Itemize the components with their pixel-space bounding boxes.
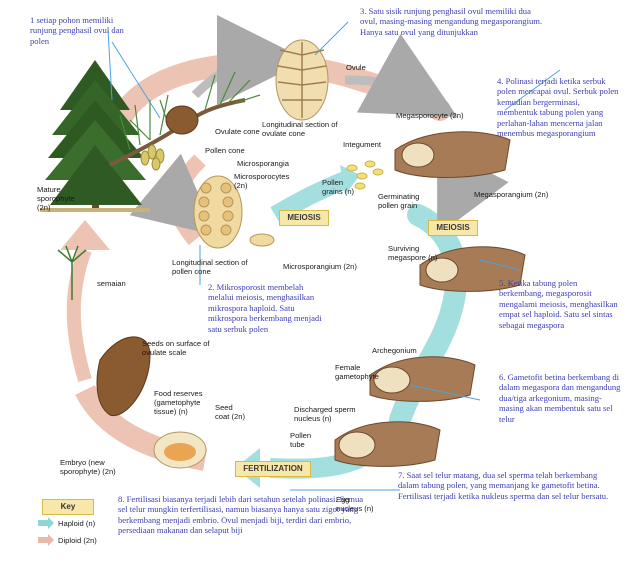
label-female-gametophyte: Female gametophyte: [335, 363, 379, 381]
label-megasporangium: Megasporangium (2n): [474, 190, 549, 199]
label-long-ovulate: Longitudinal section of ovulate cone: [262, 120, 338, 138]
label-megasporocyte: Megasporocyte (2n): [396, 111, 464, 120]
label-long-pollen: Longitudinal section of pollen cone: [172, 258, 248, 276]
leader-lines: [107, 21, 561, 491]
label-integument: Integument: [343, 140, 381, 149]
label-microsporocytes: Microsporocytes (2n): [234, 172, 290, 190]
label-ovulate-cone: Ovulate cone: [215, 127, 260, 136]
note-7: 7. Saat sel telur matang, dua sel sperma…: [398, 470, 609, 501]
label-discharged-sperm: Discharged sperm nucleus (n): [294, 405, 356, 423]
pollen-cone-section: [193, 175, 275, 249]
seed-structures: [57, 245, 207, 469]
label-microsporangia: Microsporangia: [237, 159, 289, 168]
haploid-swatch-icon: [38, 517, 54, 529]
mature-sporophyte-tree: [40, 60, 150, 212]
legend-swatches: [38, 517, 54, 546]
label-germinating: Germinating pollen grain: [378, 192, 420, 210]
branch-with-cones: [109, 71, 261, 171]
label-mature-sporophyte: Mature sporophyte (2n): [37, 185, 75, 212]
diploid-swatch-icon: [38, 534, 54, 546]
note-2: 2. Mikrosporosit membelah melalui meiosi…: [208, 282, 322, 334]
label-archegonium: Archegonium: [372, 346, 417, 355]
pollen-grains: [346, 160, 384, 190]
legend-haploid: Haploid (n): [58, 519, 96, 528]
note-1: 1 setiap pohon memiliki runjung penghasi…: [30, 15, 124, 46]
label-microsporangium: Microsporangium (2n): [283, 262, 357, 271]
label-semaian: semaian: [97, 279, 126, 288]
label-egg-nucleus: Egg nucleus (n): [336, 495, 374, 513]
fertilization-box: FERTILIZATION: [235, 461, 311, 477]
label-seeds-surface: Seeds on surface of ovulate scale: [142, 339, 210, 357]
label-pollen-tube: Pollen tube: [290, 431, 312, 449]
label-embryo: Embryo (new sporophyte) (2n): [60, 458, 116, 476]
label-food-reserves: Food reserves (gametophyte tissue) (n): [154, 389, 203, 416]
note-5: 5. Ketika tabung polen berkembang, megas…: [499, 278, 618, 330]
meiosis-box-2: MEIOSIS: [428, 220, 478, 236]
legend-diploid: Diploid (2n): [58, 536, 97, 545]
ovulate-cone-section: [275, 39, 329, 121]
ovule-scales: [334, 131, 526, 467]
label-ovule: Ovule: [346, 63, 366, 72]
label-pollen-cone: Pollen cone: [205, 146, 245, 155]
label-surviving-megaspore: Surviving megaspore (n): [388, 244, 438, 262]
note-8: 8. Fertilisasi biasanya terjadi lebih da…: [118, 494, 364, 536]
note-6: 6. Gametofit betina berkembang di dalam …: [499, 372, 621, 424]
label-pollen-grains: Pollen grains (n): [322, 178, 355, 196]
note-3: 3. Satu sisik runjung penghasil ovul mem…: [360, 6, 543, 37]
legend-title: Key: [42, 499, 94, 515]
meiosis-box-1: MEIOSIS: [279, 210, 329, 226]
note-4: 4. Polinasi terjadi ketika serbuk polen …: [497, 76, 619, 139]
label-seed-coat: Seed coat (2n): [215, 403, 245, 421]
